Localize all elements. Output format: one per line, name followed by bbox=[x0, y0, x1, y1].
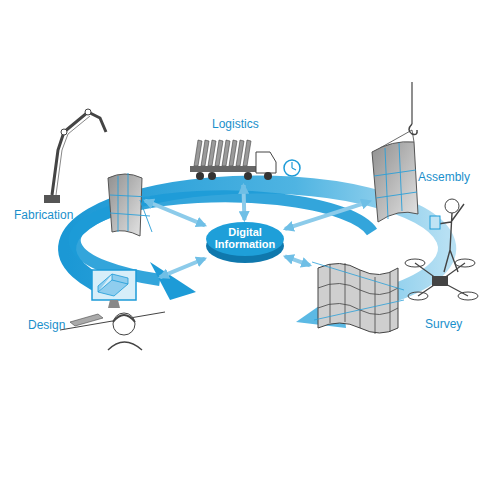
exchange-arrow bbox=[145, 201, 205, 226]
drone-body bbox=[432, 276, 448, 286]
exchange-arrow bbox=[160, 259, 205, 278]
tablet bbox=[430, 216, 440, 229]
robot-arm bbox=[52, 112, 106, 195]
screen-model bbox=[98, 274, 128, 296]
exchange-arrow bbox=[285, 256, 310, 265]
disk-top bbox=[206, 222, 284, 256]
exchange-arrow bbox=[241, 185, 246, 220]
worker-body bbox=[438, 204, 464, 272]
curved-panel bbox=[108, 174, 142, 236]
facade-grid bbox=[318, 263, 398, 334]
keyboard bbox=[70, 314, 103, 326]
stage-label: Design bbox=[28, 318, 65, 332]
drone-arms bbox=[415, 263, 468, 296]
robot-arm-edge bbox=[56, 116, 90, 195]
hub-disk: Digital Information bbox=[205, 220, 285, 264]
stacked-panel bbox=[201, 140, 209, 166]
stage-label: Logistics bbox=[212, 117, 259, 131]
stacked-panel bbox=[229, 140, 237, 166]
truck-wheel bbox=[264, 172, 272, 180]
exchange-arrow bbox=[285, 201, 370, 229]
stage-node: Fabrication bbox=[10, 105, 145, 240]
stage-node: Design bbox=[25, 265, 160, 345]
stage-label: Assembly bbox=[418, 170, 470, 184]
truck-wheel bbox=[208, 172, 216, 180]
lifted-panel bbox=[372, 142, 418, 222]
stacked-panel bbox=[243, 140, 251, 166]
monitor-stand bbox=[108, 300, 120, 308]
stacked-panel bbox=[208, 140, 216, 166]
truck-trailer bbox=[190, 166, 256, 172]
designer-head bbox=[113, 313, 135, 335]
headphones bbox=[113, 315, 135, 322]
crane-cable bbox=[411, 82, 412, 124]
stage-node: Logistics bbox=[185, 115, 300, 185]
scan-lines bbox=[312, 262, 404, 320]
designer-body bbox=[108, 342, 142, 350]
stacked-panel bbox=[215, 140, 223, 166]
truck-wheel bbox=[244, 172, 252, 180]
clock-icon bbox=[284, 160, 300, 176]
truck-wheel bbox=[196, 172, 204, 180]
crane-hook bbox=[409, 124, 417, 135]
drone-rotor bbox=[458, 292, 478, 300]
inner-ring-head bbox=[150, 262, 196, 300]
robot-base bbox=[44, 195, 60, 203]
stage-node: Assembly bbox=[370, 140, 470, 230]
stage-label: Fabrication bbox=[14, 208, 73, 222]
desk bbox=[60, 312, 165, 330]
panel-grid bbox=[374, 143, 417, 219]
drone-rotor bbox=[455, 259, 475, 267]
truck-cab bbox=[256, 152, 276, 173]
stacked-panel bbox=[194, 140, 202, 166]
stage-label: Survey bbox=[425, 317, 462, 331]
robot-joint bbox=[61, 129, 67, 135]
monitor bbox=[92, 270, 136, 300]
clock-hands bbox=[292, 162, 296, 170]
hub-label: Digital Information bbox=[205, 226, 285, 250]
robot-joint bbox=[85, 109, 91, 115]
stacked-panel bbox=[236, 140, 244, 166]
building-facade bbox=[318, 263, 398, 333]
drone-rotor bbox=[408, 292, 428, 300]
worker-head bbox=[445, 199, 459, 213]
drone-rotor bbox=[405, 259, 425, 267]
panel-grid bbox=[110, 173, 152, 232]
stacked-panel bbox=[222, 140, 230, 166]
stage-node: Survey bbox=[310, 255, 475, 335]
